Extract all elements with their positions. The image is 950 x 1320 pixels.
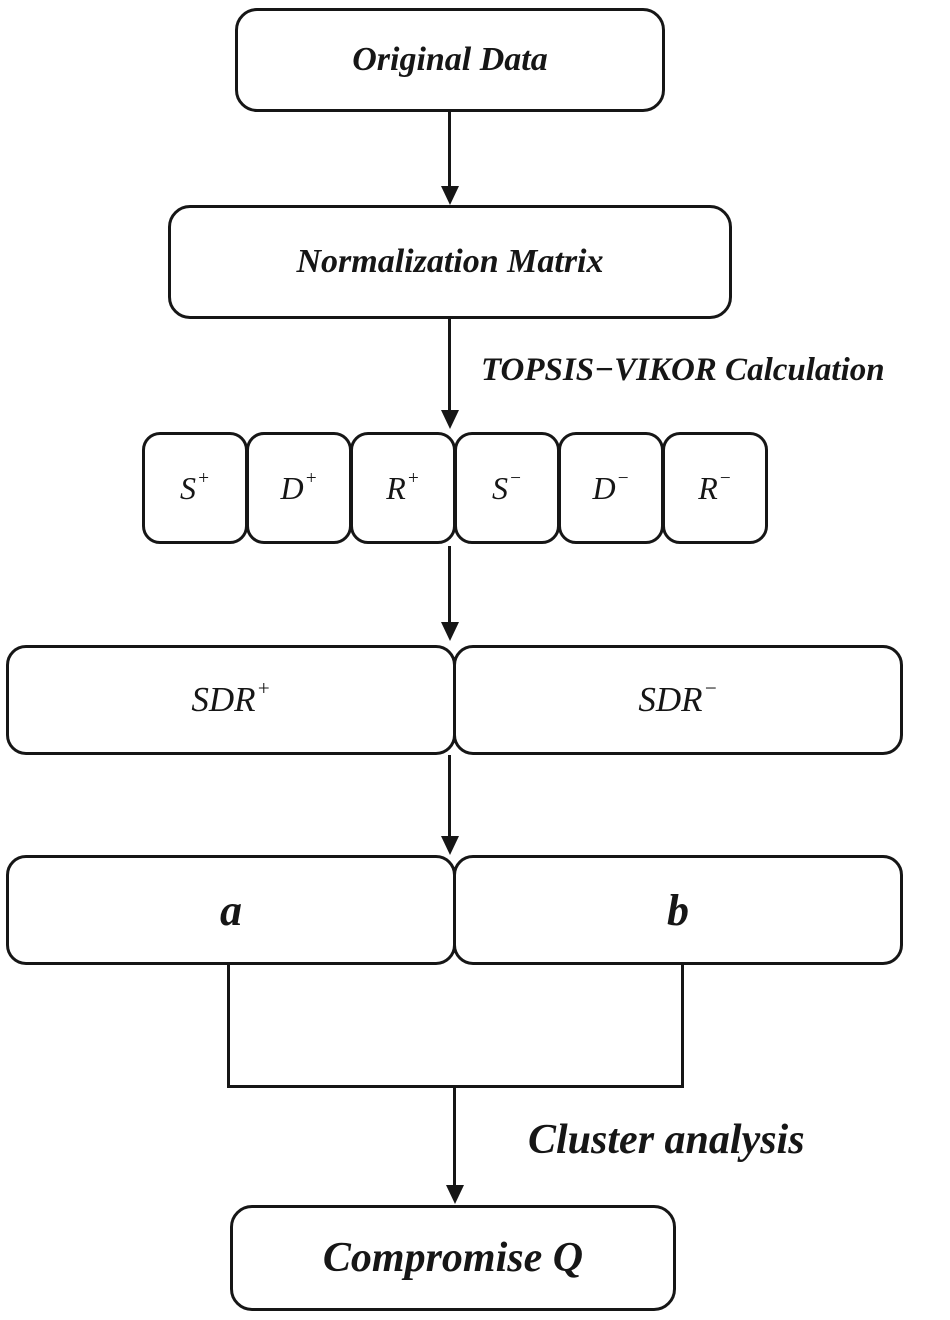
node-sdr-minus-label: SDR− bbox=[638, 678, 717, 720]
node-r-plus: R+ bbox=[350, 432, 456, 544]
node-normalization-matrix: Normalization Matrix bbox=[168, 205, 732, 319]
node-sdr-plus-base: SDR bbox=[191, 680, 256, 719]
node-s-plus-label: S+ bbox=[180, 467, 210, 507]
node-r-plus-label: R+ bbox=[386, 467, 420, 507]
node-sdr-plus: SDR+ bbox=[6, 645, 456, 755]
connector-normalization-to-sdr-row bbox=[448, 319, 451, 411]
node-d-minus-base: D bbox=[592, 469, 616, 506]
node-a-label: a bbox=[220, 885, 242, 935]
node-r-plus-base: R bbox=[386, 469, 406, 506]
node-sdr-minus-base: SDR bbox=[638, 680, 703, 719]
node-compromise-q: Compromise Q bbox=[230, 1205, 676, 1311]
node-sdr-minus-sup: − bbox=[703, 676, 718, 701]
edge-label-topsis-vikor-calculation: TOPSIS−VIKOR Calculation bbox=[481, 352, 885, 388]
arrowhead-down-icon bbox=[441, 836, 459, 855]
node-d-minus-sup: − bbox=[616, 467, 630, 489]
node-r-plus-sup: + bbox=[406, 467, 420, 489]
arrowhead-down-icon bbox=[441, 622, 459, 641]
connector-original-to-normalization bbox=[448, 112, 451, 187]
node-a: a bbox=[6, 855, 456, 965]
node-d-plus-sup: + bbox=[304, 467, 318, 489]
node-r-minus-label: R− bbox=[698, 467, 732, 507]
node-r-minus-sup: − bbox=[718, 467, 732, 489]
connector-merge-horizontal bbox=[227, 1085, 684, 1088]
connector-a-drop bbox=[227, 965, 230, 1088]
connector-sdr-to-ab bbox=[448, 755, 451, 837]
node-s-minus: S− bbox=[454, 432, 560, 544]
node-s-plus-base: S bbox=[180, 469, 197, 506]
node-d-minus: D− bbox=[558, 432, 664, 544]
arrowhead-down-icon bbox=[446, 1185, 464, 1204]
node-s-minus-label: S− bbox=[492, 467, 522, 507]
node-d-plus-base: D bbox=[280, 469, 304, 506]
arrowhead-down-icon bbox=[441, 410, 459, 429]
node-sdr-minus: SDR− bbox=[453, 645, 903, 755]
connector-b-drop bbox=[681, 965, 684, 1088]
node-s-minus-sup: − bbox=[509, 467, 522, 489]
edge-label-cluster-analysis: Cluster analysis bbox=[528, 1117, 805, 1163]
node-s-minus-base: S bbox=[492, 469, 509, 506]
arrowhead-down-icon bbox=[441, 186, 459, 205]
node-d-plus: D+ bbox=[246, 432, 352, 544]
node-r-minus-base: R bbox=[698, 469, 718, 506]
node-d-minus-label: D− bbox=[592, 467, 630, 507]
node-r-minus: R− bbox=[662, 432, 768, 544]
node-d-plus-label: D+ bbox=[280, 467, 318, 507]
node-compromise-q-label: Compromise Q bbox=[322, 1235, 584, 1281]
node-sdr-plus-sup: + bbox=[256, 676, 271, 701]
node-original-data-label: Original Data bbox=[352, 41, 548, 78]
node-sdr-plus-label: SDR+ bbox=[191, 678, 270, 720]
node-s-plus: S+ bbox=[142, 432, 248, 544]
node-original-data: Original Data bbox=[235, 8, 665, 112]
connector-sdr-row-to-sdr-boxes bbox=[448, 546, 451, 623]
node-b: b bbox=[453, 855, 903, 965]
node-b-label: b bbox=[667, 885, 689, 935]
connector-merge-to-compromise bbox=[453, 1088, 456, 1186]
node-s-plus-sup: + bbox=[197, 467, 210, 489]
node-normalization-matrix-label: Normalization Matrix bbox=[296, 243, 604, 280]
